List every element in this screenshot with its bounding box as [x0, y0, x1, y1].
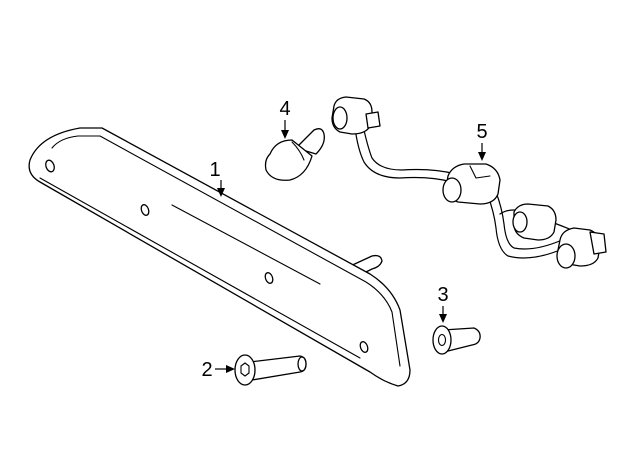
lamp-lens-edge [51, 135, 401, 367]
lamp-housing[interactable] [28, 127, 411, 387]
callout-5-label: 5 [476, 121, 487, 143]
grommet-body [442, 327, 481, 353]
callout-1[interactable]: 1 [209, 159, 225, 197]
harness-connector-top-tab [365, 111, 381, 129]
lamp-hole-1 [45, 159, 55, 173]
callout-3-label: 3 [437, 284, 448, 306]
grommet[interactable] [432, 325, 481, 355]
harness-socket-middle-face [442, 177, 462, 203]
harness-wire-b [362, 125, 457, 175]
screw-hex [240, 362, 250, 377]
callout-2[interactable]: 2 [201, 359, 235, 381]
lamp-hole-2 [140, 204, 150, 216]
callout-4-arrowhead [281, 130, 289, 139]
grommet-hole [437, 333, 447, 347]
grommet-flange [432, 325, 452, 355]
harness-connector-top-face [332, 106, 348, 130]
callout-3[interactable]: 3 [437, 284, 449, 323]
callout-4-label: 4 [279, 98, 290, 120]
harness-connector-lower-face [512, 211, 528, 233]
callout-2-label: 2 [201, 359, 212, 381]
harness-wire-a [354, 127, 453, 183]
callout-2-arrowhead [226, 365, 235, 373]
lamp-hole-4 [359, 341, 369, 353]
harness-socket-right-tab [589, 231, 607, 255]
screw-tip [297, 356, 307, 372]
harness-socket-middle-clip [469, 165, 491, 179]
lamp-seam-2 [39, 177, 361, 359]
screw-shank [249, 355, 307, 381]
callout-1-arrowhead [217, 188, 225, 197]
callout-5-arrowhead [478, 152, 486, 161]
callout-5[interactable]: 5 [476, 121, 488, 161]
bulb-base [295, 128, 325, 155]
harness-socket-right-face [556, 243, 576, 269]
bulb-filament-line [291, 141, 305, 161]
callout-4[interactable]: 4 [279, 98, 291, 139]
screw[interactable] [234, 354, 307, 386]
lamp-hole-3 [264, 272, 274, 284]
harness-wire-d [495, 191, 563, 250]
wiring-harness[interactable] [331, 96, 607, 269]
lamp-seam [171, 204, 321, 285]
lamp-body [28, 127, 411, 387]
callout-3-arrowhead [439, 314, 447, 323]
bulb[interactable] [264, 128, 325, 181]
bulb-glass [264, 139, 313, 181]
harness-wire-c [487, 195, 561, 259]
screw-head [234, 354, 256, 386]
callout-1-label: 1 [209, 159, 220, 181]
harness-connector-lower [513, 203, 557, 241]
